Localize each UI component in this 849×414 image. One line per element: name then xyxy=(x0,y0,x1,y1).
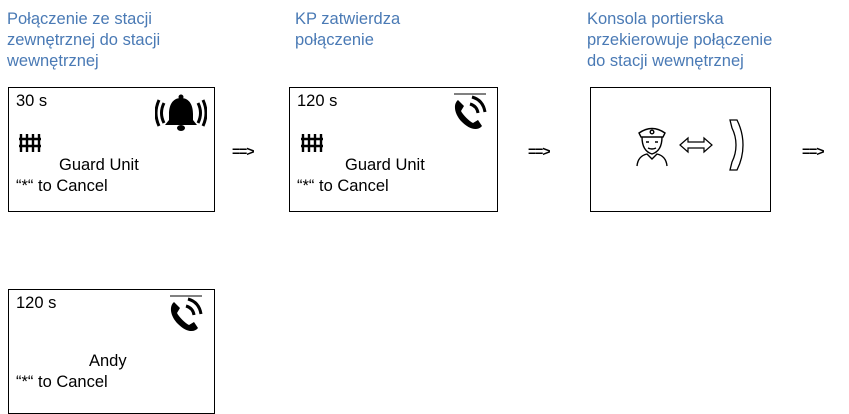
screen-step-2: 120 s Guard Unit “*“ to Cancel xyxy=(289,87,498,212)
caption-line: zewnętrznej do stacji xyxy=(7,31,161,49)
timer-text: 120 s xyxy=(16,294,57,312)
caption-line: do stacji wewnętrznej xyxy=(587,52,744,70)
door-station-icon xyxy=(301,133,323,158)
screen-step-4: 120 s Andy “*“ to Cancel xyxy=(8,289,215,414)
cancel-hint: “*“ to Cancel xyxy=(16,373,108,391)
caller-name: Guard Unit xyxy=(59,156,139,174)
screen-step-1: 30 s Guard Unit “*“ to Cancel xyxy=(8,87,215,212)
screen-step-3 xyxy=(590,87,771,212)
step-1-caption: Połączenie ze stacji zewnętrznej do stac… xyxy=(7,9,160,72)
timer-text: 30 s xyxy=(16,92,48,110)
phone-call-icon xyxy=(166,294,204,339)
timer-text: 120 s xyxy=(297,92,338,110)
flow-arrow: ==> xyxy=(802,143,825,159)
caption-line: połączenie xyxy=(295,31,374,49)
step-3-caption: Konsola portierska przekierowuje połącze… xyxy=(587,9,772,72)
caption-line: Konsola portierska xyxy=(587,10,724,28)
bell-ringing-icon xyxy=(154,93,208,138)
bidirectional-arrow-icon xyxy=(679,136,713,159)
cancel-hint: “*“ to Cancel xyxy=(16,177,108,195)
guard-icon xyxy=(635,123,669,172)
step-2-caption: KP zatwierdza połączenie xyxy=(295,9,400,51)
caption-line: KP zatwierdza xyxy=(295,10,401,28)
flow-arrow: ==> xyxy=(232,143,255,159)
flow-arrow: ==> xyxy=(528,143,551,159)
phone-call-icon xyxy=(450,92,488,137)
caption-line: wewnętrznej xyxy=(7,52,99,70)
cancel-hint: “*“ to Cancel xyxy=(297,177,389,195)
handset-icon xyxy=(727,118,747,177)
caption-line: Połączenie ze stacji xyxy=(7,10,152,28)
door-station-icon xyxy=(19,133,41,158)
caller-name: Guard Unit xyxy=(345,156,425,174)
caller-name: Andy xyxy=(89,352,127,370)
caption-line: przekierowuje połączenie xyxy=(587,31,773,49)
